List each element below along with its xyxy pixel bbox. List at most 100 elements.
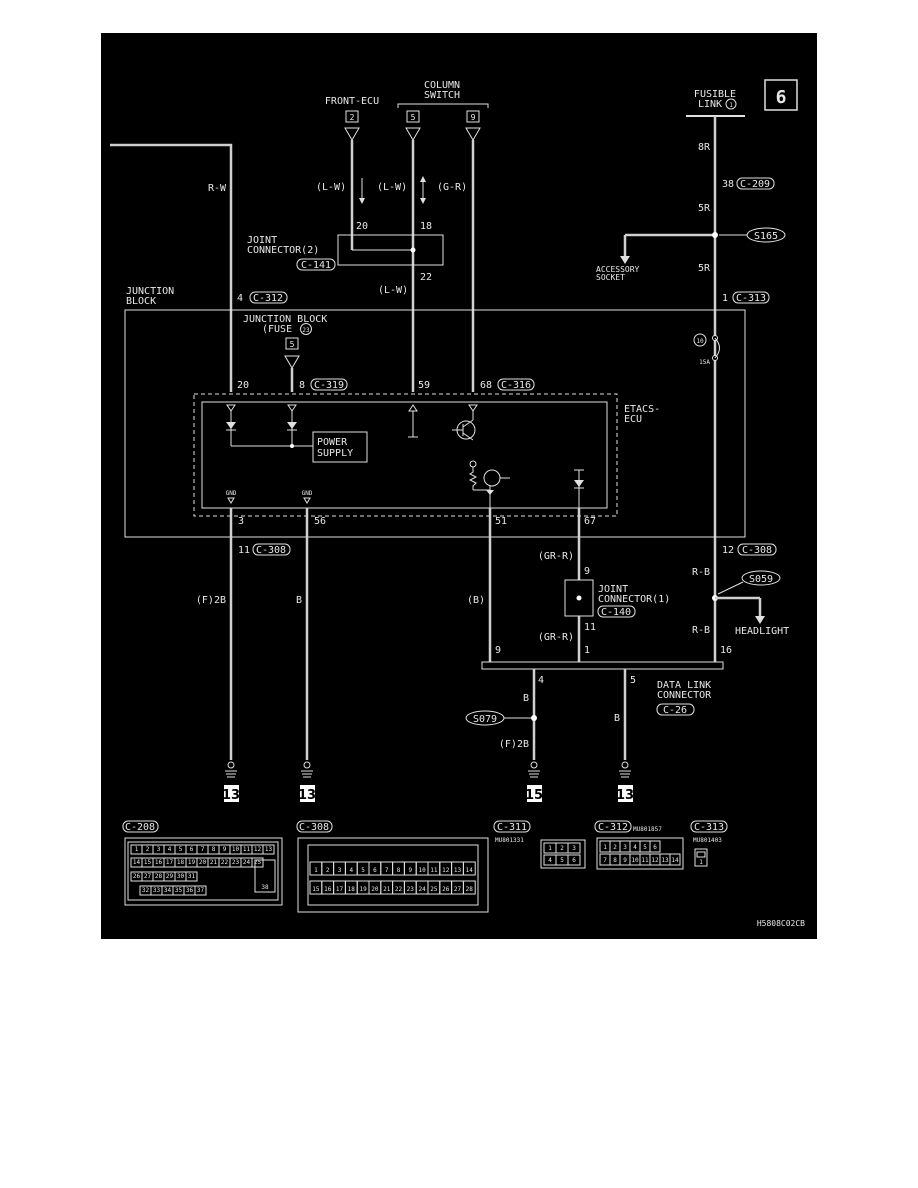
- c311-pin-label: 2: [560, 845, 564, 852]
- c208-pin-label: 11: [243, 846, 251, 853]
- c311-pin-cell: [567, 842, 581, 854]
- c308-pin-label: 28: [466, 886, 474, 893]
- front-ecu-label: FRONT-ECU: [325, 96, 379, 107]
- c208-big-pin-label: 38: [261, 884, 269, 891]
- splice-s079: S079: [473, 714, 497, 725]
- terminal-59: 59: [418, 380, 430, 391]
- gnd-2-icon: [303, 497, 311, 504]
- c208-pin-label: 20: [199, 859, 207, 866]
- terminal-1-top: 1: [722, 293, 728, 304]
- c312-pin-label: 5: [643, 844, 647, 851]
- connector-c308-left: C-308: [256, 545, 286, 556]
- c308-pin-label: 20: [371, 886, 379, 893]
- junction-block-label-1: JUNCTION: [126, 286, 174, 297]
- page-number: 6: [776, 87, 787, 108]
- pin8-entry-icon: [287, 404, 297, 412]
- transistor-collector: [462, 419, 474, 428]
- c308-pin-label: 6: [373, 867, 377, 874]
- dl-terminal-1: 1: [584, 645, 590, 656]
- fusible-link-label-2: LINK: [698, 99, 722, 110]
- jc2-terminal-20: 20: [356, 221, 368, 232]
- c308-pin-label: 22: [395, 886, 403, 893]
- c308-pin-label: 4: [349, 867, 353, 874]
- c308-pin-label: 10: [418, 867, 426, 874]
- c208-big-pin-cell: [254, 859, 276, 893]
- fusible-link-label-1: FUSIBLE: [694, 89, 736, 100]
- c208-pin-label: 36: [186, 887, 194, 894]
- etacs-ecu-inner: [201, 401, 608, 509]
- c311-pin-label: 6: [572, 857, 576, 864]
- c208-pin-label: 27: [144, 873, 152, 880]
- power-supply-label-2: SUPPLY: [317, 448, 353, 459]
- connector-c140: C-140: [601, 607, 631, 618]
- wire-color-lw-1: (L-W): [316, 182, 346, 193]
- joint-connector-2-label-1: JOINT: [247, 235, 277, 246]
- junction-block-inner-label: JUNCTION BLOCK: [243, 314, 327, 325]
- transistor-emitter: [462, 432, 474, 441]
- fuse-15a-label: 15A: [699, 359, 710, 366]
- wire-color-b4: B: [523, 693, 529, 704]
- data-link-label-2: CONNECTOR: [657, 690, 712, 701]
- c208-pin-label: 37: [197, 887, 205, 894]
- ground-symbol-2: [300, 761, 315, 802]
- resistor-icon: [468, 467, 478, 490]
- c311-face: [540, 839, 586, 869]
- power-supply-node: [290, 444, 294, 448]
- splice-s079-dot: [531, 715, 537, 721]
- c312-pin-label: 13: [661, 857, 669, 864]
- c308-right-outline: [737, 543, 777, 556]
- wire-color-lw-2: (L-W): [377, 182, 407, 193]
- c208-pin-label: 13: [265, 846, 273, 853]
- diode-3-icon: [574, 480, 584, 487]
- wire-color-b-paren: (B): [467, 595, 485, 606]
- c312-pin-label: 11: [641, 857, 649, 864]
- c208-pin-cell: [194, 885, 207, 896]
- fuse-23-label: (FUSE: [262, 324, 292, 335]
- front-ecu-pin-box: [345, 110, 359, 123]
- pin68-entry-icon: [468, 404, 478, 412]
- terminal-4: 4: [237, 293, 243, 304]
- c308-pin-label: 16: [324, 886, 332, 893]
- ground-label-3: 15: [525, 788, 543, 803]
- c308-body: [307, 844, 479, 906]
- c308-pin-label: 2: [326, 867, 330, 874]
- joint-connector-2-label-2: CONNECTOR(2): [247, 245, 319, 256]
- accessory-socket-label-2: SOCKET: [596, 273, 625, 282]
- c208-pin-cell: [185, 871, 198, 882]
- dl-terminal-16: 16: [720, 645, 732, 656]
- c208-pin-cell: [251, 857, 264, 868]
- c308-pin-label: 11: [430, 867, 438, 874]
- wire-color-grr-2: (GR-R): [538, 632, 574, 643]
- joint-1-node: [576, 595, 582, 601]
- drawing-code: H5808C02CB: [757, 919, 805, 928]
- gnd-1-icon: [227, 497, 235, 504]
- c208-pin-label: 16: [155, 859, 163, 866]
- c208-pin-label: 17: [166, 859, 174, 866]
- c208-pin-label: 25: [254, 859, 262, 866]
- cs-connector-icon-2: [465, 127, 481, 141]
- c308-pin-label: 27: [454, 886, 462, 893]
- accessory-arrow: [620, 256, 630, 264]
- gnd-label-1: GND: [226, 490, 237, 497]
- page-number-box: [764, 79, 798, 111]
- c312-pin-label: 4: [633, 844, 637, 851]
- headlight-arrow: [755, 616, 765, 624]
- fuse-element-icon: [714, 337, 720, 359]
- fuse-pin-5: 5: [290, 340, 295, 349]
- c312-pin-label: 14: [671, 857, 679, 864]
- c208-pin-cell: [262, 844, 275, 855]
- c311-pin-label: 3: [572, 845, 576, 852]
- column-switch-label-2: SWITCH: [424, 90, 460, 101]
- splice-s165-ellipse: [746, 227, 786, 243]
- c313-face: [694, 848, 708, 867]
- c208-pin-label: 10: [232, 846, 240, 853]
- joint-connector-1-box: [564, 579, 594, 617]
- c208-pin-label: 7: [201, 846, 205, 853]
- wire-color-f2b-2: (F)2B: [499, 739, 529, 750]
- c316-outline: [497, 378, 535, 391]
- pin20-entry-icon: [226, 404, 236, 412]
- c208-pin-label: 9: [223, 846, 227, 853]
